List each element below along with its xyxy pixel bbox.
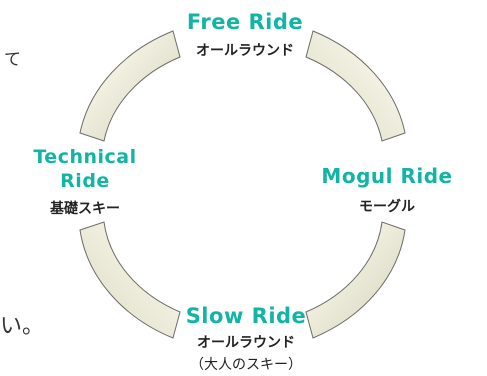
label-technical-ride: Technical Ride 基礎スキー — [10, 146, 160, 218]
technical-ride-title-line2: Ride — [60, 170, 110, 192]
arc-top-left — [79, 30, 181, 142]
arc-bottom-left — [79, 221, 181, 339]
label-mogul-ride: Mogul Ride モーグル — [296, 164, 478, 216]
technical-ride-title-line1: Technical — [33, 146, 137, 168]
text-fragment-top-left: て — [4, 50, 21, 70]
mogul-ride-title: Mogul Ride — [321, 164, 453, 188]
mogul-ride-subtitle: モーグル — [359, 199, 415, 215]
free-ride-subtitle: オールラウンド — [196, 43, 294, 59]
slow-ride-note: （大人のスキー） — [190, 357, 302, 373]
free-ride-title: Free Ride — [186, 10, 304, 34]
label-free-ride: Free Ride オールラウンド — [150, 10, 340, 60]
technical-ride-subtitle: 基礎スキー — [50, 201, 120, 217]
label-slow-ride: Slow Ride オールラウンド （大人のスキー） — [148, 304, 344, 374]
arc-top-right — [305, 30, 406, 142]
text-fragment-bottom-left: い。 — [0, 314, 45, 339]
slow-ride-title: Slow Ride — [185, 304, 307, 328]
slow-ride-subtitle: オールラウンド — [197, 335, 295, 351]
arc-bottom-right — [305, 221, 406, 339]
